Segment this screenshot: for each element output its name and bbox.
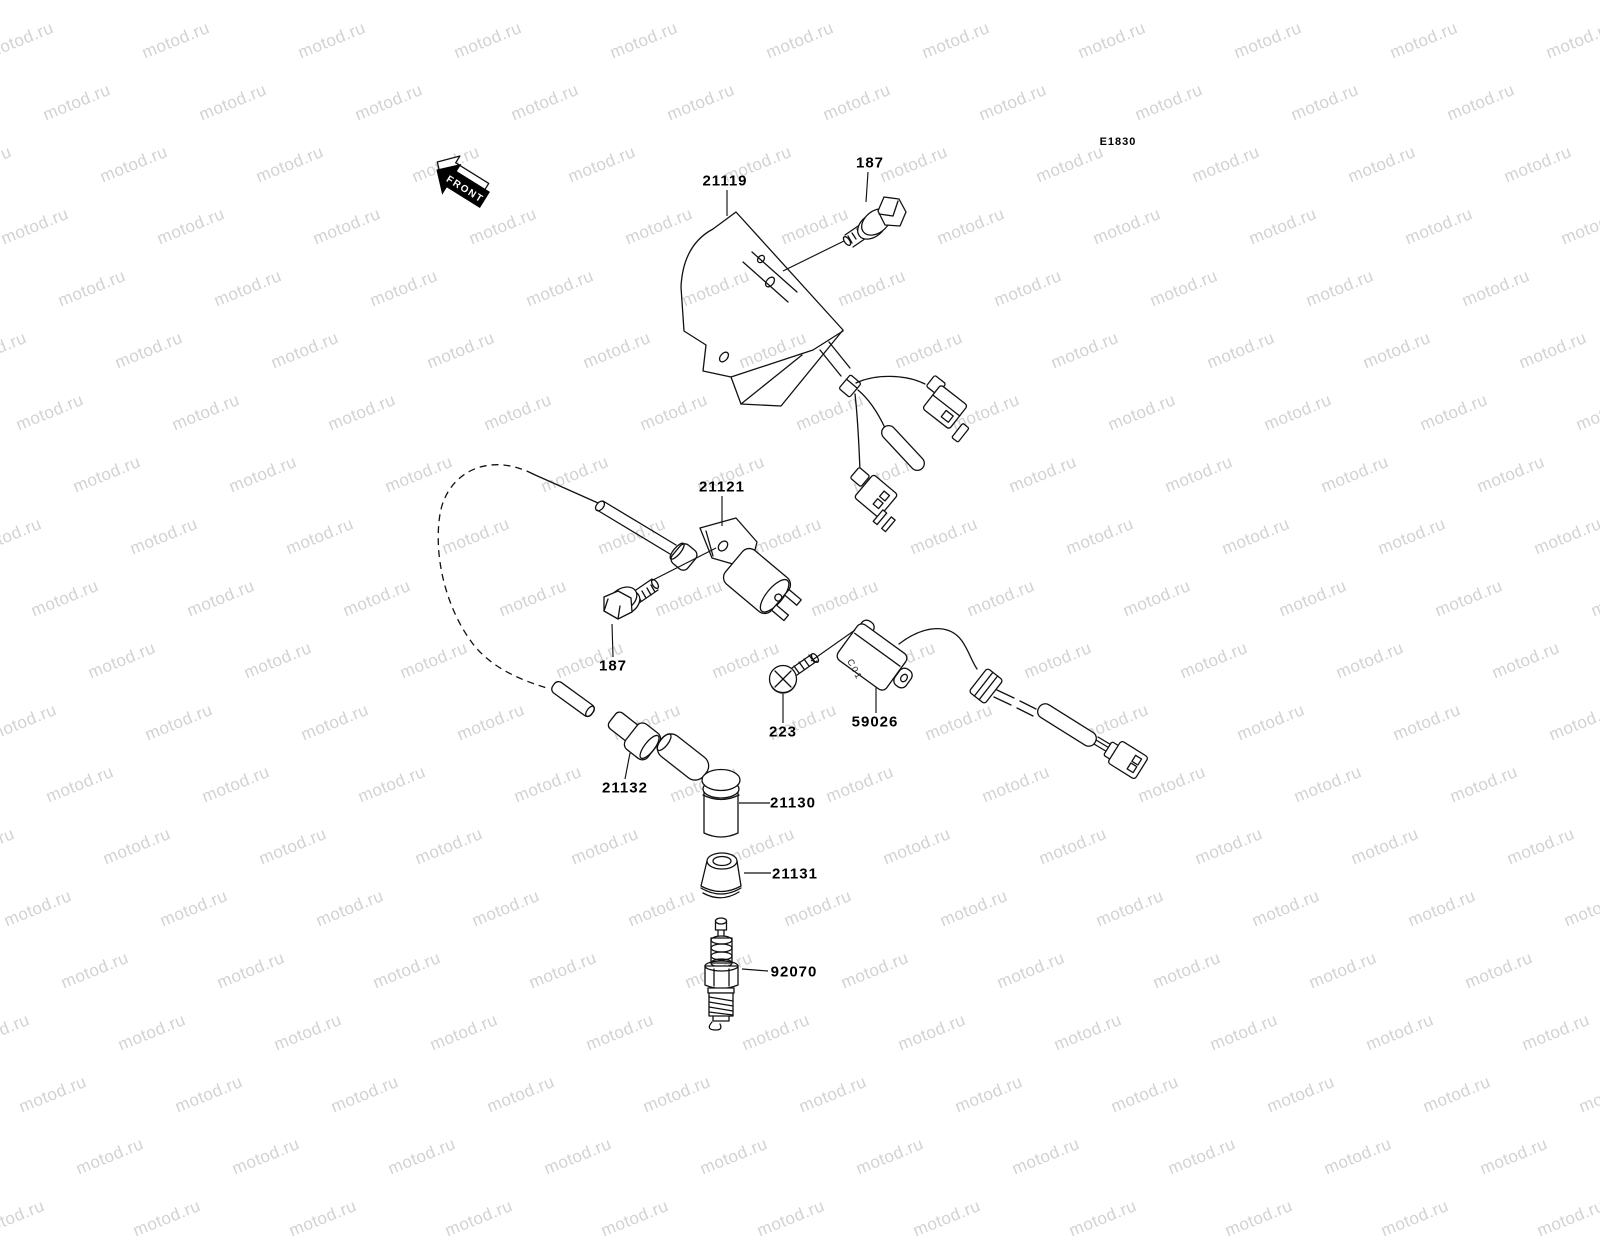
part-label-187-top: 187 <box>855 154 885 172</box>
ignition-coil-drawing <box>532 473 802 622</box>
part-label-187-bottom: 187 <box>598 657 628 675</box>
watermark-text: motod.ru <box>910 1196 984 1241</box>
screw-223-drawing <box>768 653 820 694</box>
watermark-text: motod.ru <box>0 1196 48 1241</box>
part-label-223: 223 <box>768 723 798 741</box>
plug-cap-drawing <box>656 733 741 838</box>
watermark-text: motod.ru <box>286 1196 360 1241</box>
bushing-drawing <box>607 711 662 761</box>
pickup-coil-drawing: C01 <box>836 619 1148 780</box>
spark-plug-drawing <box>704 917 739 1031</box>
diagram-code-label: E1830 <box>1099 136 1137 148</box>
bolt-187-bottom-drawing <box>603 578 660 620</box>
igniter-drawing <box>680 211 861 407</box>
leader-lines <box>611 171 877 972</box>
watermark-text: motod.ru <box>1222 1196 1296 1241</box>
part-label-21121: 21121 <box>699 478 745 496</box>
label-layer: 21119 187 21121 187 223 59026 21132 2113… <box>598 136 1137 981</box>
watermark-text: motod.ru <box>130 1196 204 1241</box>
watermark-text: motod.ru <box>1066 1196 1140 1241</box>
lead-tube-drawing <box>551 680 595 718</box>
part-label-21131: 21131 <box>772 865 818 883</box>
watermark-text: motod.ru <box>1378 1196 1452 1241</box>
harness-sleeve <box>881 424 925 472</box>
watermark-text: motod.ru <box>1534 1196 1600 1241</box>
harness-drawing <box>850 375 970 533</box>
part-label-21130: 21130 <box>770 794 816 812</box>
watermark-text: motod.ru <box>754 1196 828 1241</box>
part-label-92070: 92070 <box>770 963 818 981</box>
plug-boot-drawing <box>700 852 742 899</box>
front-arrow: FRONT <box>436 155 490 208</box>
part-label-21132: 21132 <box>602 779 648 797</box>
part-label-21119: 21119 <box>702 172 748 190</box>
watermark-text: motod.ru <box>598 1196 672 1241</box>
lead-routing-dashed-line <box>437 464 548 689</box>
part-label-59026: 59026 <box>851 713 899 731</box>
harness-connector-a <box>922 375 970 443</box>
harness-connector-b <box>850 467 898 533</box>
watermark-text: motod.ru <box>442 1196 516 1241</box>
parts-diagram: FRONT <box>436 155 1148 1031</box>
bolt-187-top-drawing <box>842 196 907 248</box>
